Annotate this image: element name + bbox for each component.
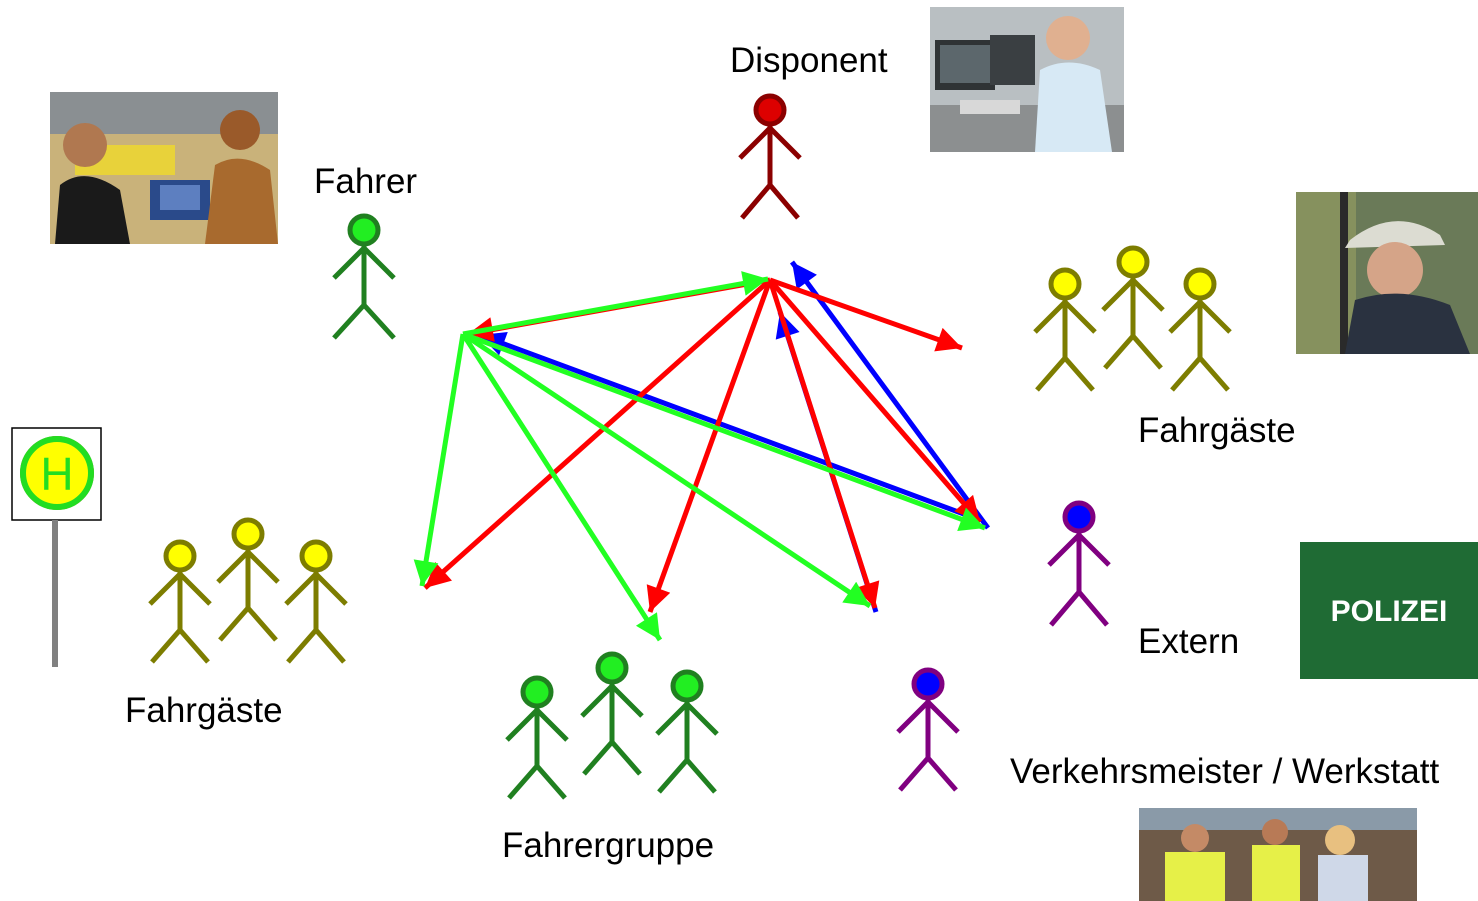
verkehrsmeister-figure: [896, 667, 960, 792]
disponent-figure: [738, 93, 802, 220]
blue-arrow: [789, 260, 991, 530]
fahrgast-figure: [1033, 267, 1097, 392]
fahrergruppe-figure: [580, 651, 644, 776]
fahrgast-figure: [284, 539, 348, 664]
police-sign: POLIZEI: [1300, 542, 1478, 679]
fahrgaeste-right-group: [1033, 245, 1232, 392]
red-arrow: [646, 279, 773, 613]
label-fahrer: Fahrer: [314, 162, 417, 201]
fahrergruppe-figure: [655, 669, 719, 794]
red-arrow: [769, 277, 963, 352]
fahrgast-figure: [1168, 267, 1232, 392]
fahrer-figure: [332, 213, 396, 340]
green-arrow: [460, 332, 663, 642]
fahrgaeste-left-group: [148, 517, 348, 664]
label-fahrgaeste-left: Fahrgäste: [125, 691, 283, 730]
arrows: [413, 260, 991, 642]
bus-stop-sign: H: [11, 427, 102, 667]
dispatcher-photo: [930, 7, 1124, 152]
green-arrow: [413, 333, 466, 587]
red-arrow: [423, 278, 772, 590]
label-disponent: Disponent: [730, 41, 888, 80]
green-arrow: [461, 331, 872, 609]
fahrergruppe-group: [505, 651, 719, 800]
red-arrow: [767, 279, 880, 609]
label-verkehrsmeister: Verkehrsmeister / Werkstatt: [1010, 752, 1439, 791]
green-arrow: [462, 331, 986, 532]
blue-arrow: [479, 331, 981, 523]
inspectors-photo: [1139, 808, 1417, 901]
label-fahrergruppe: Fahrergruppe: [502, 826, 714, 865]
bus-stop-letter: H: [40, 448, 73, 500]
fahrgast-figure: [148, 539, 212, 664]
fahrgast-figure: [216, 517, 280, 642]
fahrgast-figure: [1101, 245, 1165, 370]
fahrergruppe-figure: [505, 675, 569, 800]
label-fahrgaeste-right: Fahrgäste: [1138, 411, 1296, 450]
green-arrow: [462, 271, 769, 337]
extern-figure: [1047, 500, 1111, 627]
passenger-photo: [1296, 192, 1478, 354]
label-extern: Extern: [1138, 622, 1239, 661]
police-text: POLIZEI: [1331, 595, 1448, 628]
driver-ticket-photo: [50, 92, 278, 244]
red-arrow: [768, 278, 982, 524]
